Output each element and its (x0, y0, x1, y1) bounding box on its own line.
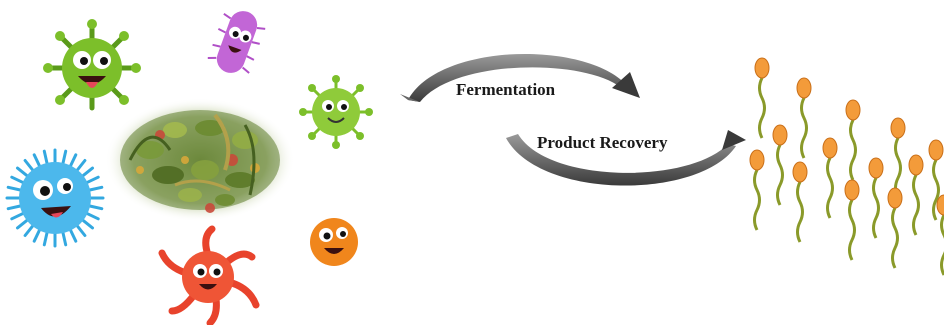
product-molecule-icon (754, 57, 770, 139)
fermentation-arrow (400, 53, 640, 102)
product-molecule-icon (887, 187, 903, 269)
product-molecules-group (749, 57, 944, 276)
product-recovery-label: Product Recovery (537, 133, 668, 152)
product-molecule-icon (822, 137, 838, 219)
biomass-waste-pile-icon (105, 98, 295, 222)
product-molecule-icon (844, 179, 860, 261)
product-molecule-icon (749, 149, 765, 231)
product-molecule-icon (936, 194, 944, 276)
orange-round-microbe-icon (310, 218, 358, 266)
red-tentacle-microbe-icon (158, 225, 260, 325)
green-virus-microbe-icon (43, 19, 141, 111)
green-round-microbe-icon (299, 75, 373, 149)
blue-fuzzy-microbe-icon (5, 148, 105, 248)
product-molecule-icon (928, 139, 944, 221)
product-molecule-icon (845, 99, 861, 181)
product-molecule-icon (772, 124, 788, 206)
product-molecule-icon (868, 157, 884, 239)
product-molecule-icon (792, 161, 808, 243)
product-molecule-icon (908, 154, 924, 236)
product-recovery-arrow (506, 130, 746, 186)
purple-bacillus-microbe-icon (207, 11, 266, 74)
product-molecule-icon (890, 117, 906, 199)
product-molecule-icon (796, 77, 812, 159)
fermentation-label: Fermentation (456, 80, 556, 99)
